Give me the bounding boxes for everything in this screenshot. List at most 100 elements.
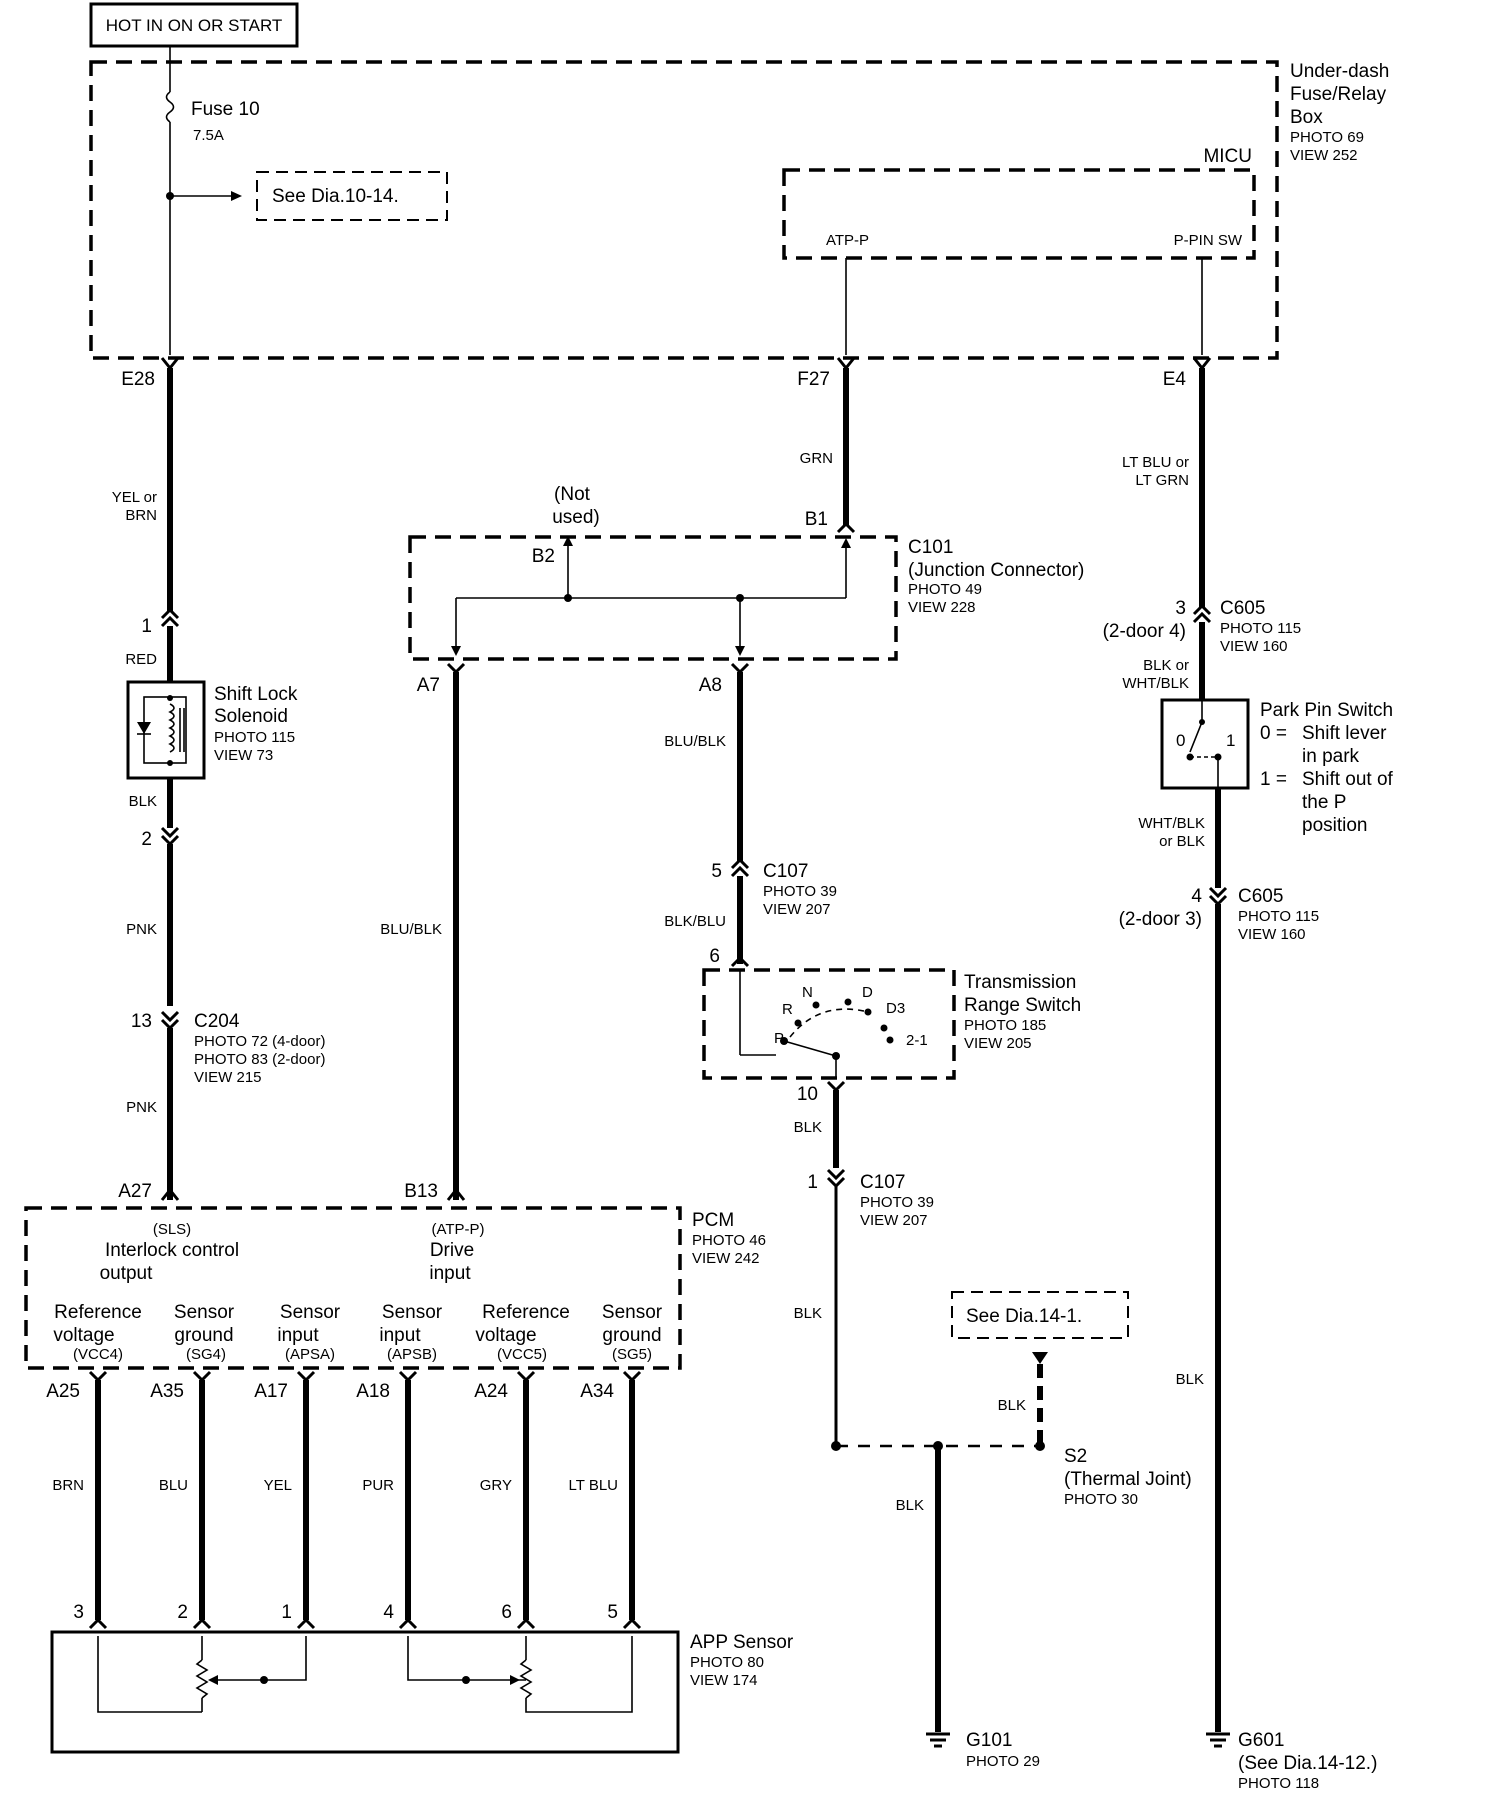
shift-lock-pin-2: 2 <box>141 829 152 850</box>
pcm-sg1-3: (SG4) <box>186 1346 226 1363</box>
terminal-e28: E28 <box>121 369 155 390</box>
park-pin-zero: 0 = <box>1260 723 1287 744</box>
pcm-si2-3: (APSB) <box>387 1346 437 1363</box>
ground-g101-icon <box>926 1732 950 1748</box>
wire-label-lt-grn: LT GRN <box>1135 472 1189 489</box>
fuse-box-photo: PHOTO 69 <box>1290 129 1364 146</box>
c107-top-name: C107 <box>763 861 808 882</box>
atp-p-label: ATP-P <box>826 232 869 249</box>
wire-label-red: RED <box>125 651 157 668</box>
switch-blade <box>1189 721 1203 753</box>
wire-label-blk-5: BLK <box>896 1497 924 1514</box>
switch-pos-1: 1 <box>1226 731 1235 750</box>
wire-label-blu-blk-a8: BLU/BLK <box>664 733 726 750</box>
c204-name: C204 <box>194 1011 240 1032</box>
fuse-box-title-1: Under-dash <box>1290 61 1389 82</box>
pcm-box <box>24 1206 682 1370</box>
g601-see: (See Dia.14-12.) <box>1238 1753 1377 1774</box>
app-pin-6: 6 <box>501 1602 512 1623</box>
c605-bottom-name: C605 <box>1238 886 1283 907</box>
wire-label-blk-6: BLK <box>1176 1371 1204 1388</box>
wire-label-blk-or: BLK or <box>1143 657 1189 674</box>
terminal-a18: A18 <box>356 1381 390 1402</box>
c107-bottom-view: VIEW 207 <box>860 1212 928 1229</box>
c101-desc: (Junction Connector) <box>908 560 1084 581</box>
c204-photo-1: PHOTO 72 (4-door) <box>194 1033 325 1050</box>
connector-b13 <box>446 1187 466 1201</box>
c101-name: C101 <box>908 537 953 558</box>
pcm-si1-3: (APSA) <box>285 1346 335 1363</box>
terminal-a27: A27 <box>118 1181 152 1202</box>
trs-d3: D3 <box>886 1000 905 1017</box>
connector-c605-bottom <box>1208 886 1228 907</box>
g601-photo: PHOTO 118 <box>1238 1775 1319 1792</box>
trs-d: D <box>862 984 873 1001</box>
app-sensor-photo: PHOTO 80 <box>690 1654 764 1671</box>
app-sensor-view: VIEW 174 <box>690 1672 758 1689</box>
fuse-label: Fuse 10 <box>191 99 260 120</box>
s2-name: S2 <box>1064 1446 1087 1467</box>
p-pin-sw-label: P-PIN SW <box>1174 232 1243 249</box>
pcm-photo: PHOTO 46 <box>692 1232 766 1249</box>
pcm-sg2-1: Sensor <box>602 1302 663 1323</box>
park-pin-title: Park Pin Switch <box>1260 700 1393 721</box>
wire-label-blk-4: BLK <box>998 1397 1026 1414</box>
c107-bottom-photo: PHOTO 39 <box>860 1194 934 1211</box>
app-pin-5: 5 <box>607 1602 618 1623</box>
connector-shift-lock-1 <box>160 607 180 628</box>
wire-label-wht-blk-2: WHT/BLK <box>1138 815 1205 832</box>
trs-name-1: Transmission <box>964 972 1076 993</box>
park-pin-one-desc-1: Shift out of <box>1302 769 1394 790</box>
pcm-ref2-2: voltage <box>475 1325 536 1346</box>
pcm-ref2-3: (VCC5) <box>497 1346 547 1363</box>
pcm-ref1-2: voltage <box>53 1325 114 1346</box>
c204-view: VIEW 215 <box>194 1069 262 1086</box>
shift-lock-solenoid <box>126 680 206 780</box>
terminal-a35: A35 <box>150 1381 184 1402</box>
trs-contact-arm <box>783 1040 837 1057</box>
park-pin-zero-desc-1: Shift lever <box>1302 723 1387 744</box>
c605-top-view: VIEW 160 <box>1220 638 1288 655</box>
connector-a8 <box>730 662 750 675</box>
shift-lock-name-1: Shift Lock <box>214 684 298 705</box>
splice-dot <box>831 1441 841 1451</box>
c107-bottom-pin: 1 <box>807 1172 818 1193</box>
arrow-up-icon <box>841 538 851 548</box>
app-pin-2: 2 <box>177 1602 188 1623</box>
app-pin-3: 3 <box>73 1602 84 1623</box>
pcm-drive-1: Drive <box>430 1240 474 1261</box>
pcm-drive-2: input <box>429 1263 471 1284</box>
ground-g601-icon <box>1206 1732 1230 1748</box>
terminal-a25: A25 <box>46 1381 80 1402</box>
terminal-f27: F27 <box>797 369 830 390</box>
park-pin-one: 1 = <box>1260 769 1287 790</box>
pcm-name: PCM <box>692 1210 734 1231</box>
trs-photo: PHOTO 185 <box>964 1017 1046 1034</box>
c107-top-view: VIEW 207 <box>763 901 831 918</box>
fuse-symbol <box>165 91 175 123</box>
c605-top-name: C605 <box>1220 598 1265 619</box>
wire-label-wht-blk: WHT/BLK <box>1122 675 1189 692</box>
park-pin-zero-desc-2: in park <box>1302 746 1360 767</box>
c101-view: VIEW 228 <box>908 599 976 616</box>
c101-not-used-1: (Not <box>554 484 591 505</box>
pcm-sg1-2: ground <box>174 1325 233 1346</box>
c107-top-photo: PHOTO 39 <box>763 883 837 900</box>
trs-pin-6: 6 <box>709 946 720 967</box>
app-sensor-name: APP Sensor <box>690 1632 794 1653</box>
connector-trs-10 <box>826 1080 846 1093</box>
wire-label-yel: YEL <box>264 1477 292 1494</box>
trs-pin-10: 10 <box>797 1084 818 1105</box>
c605-bottom-door: (2-door 3) <box>1119 909 1202 930</box>
fuse-relay-box <box>89 60 1279 360</box>
terminal-a8: A8 <box>699 675 722 696</box>
shift-lock-name-2: Solenoid <box>214 706 288 727</box>
terminal-a24: A24 <box>474 1381 508 1402</box>
shift-lock-pin-1: 1 <box>141 616 152 637</box>
c107-top-pin: 5 <box>711 861 722 882</box>
fuse-box-title-3: Box <box>1290 107 1323 128</box>
arrow-up-icon <box>563 536 573 546</box>
wire-label-blk-blu: BLK/BLU <box>664 913 726 930</box>
